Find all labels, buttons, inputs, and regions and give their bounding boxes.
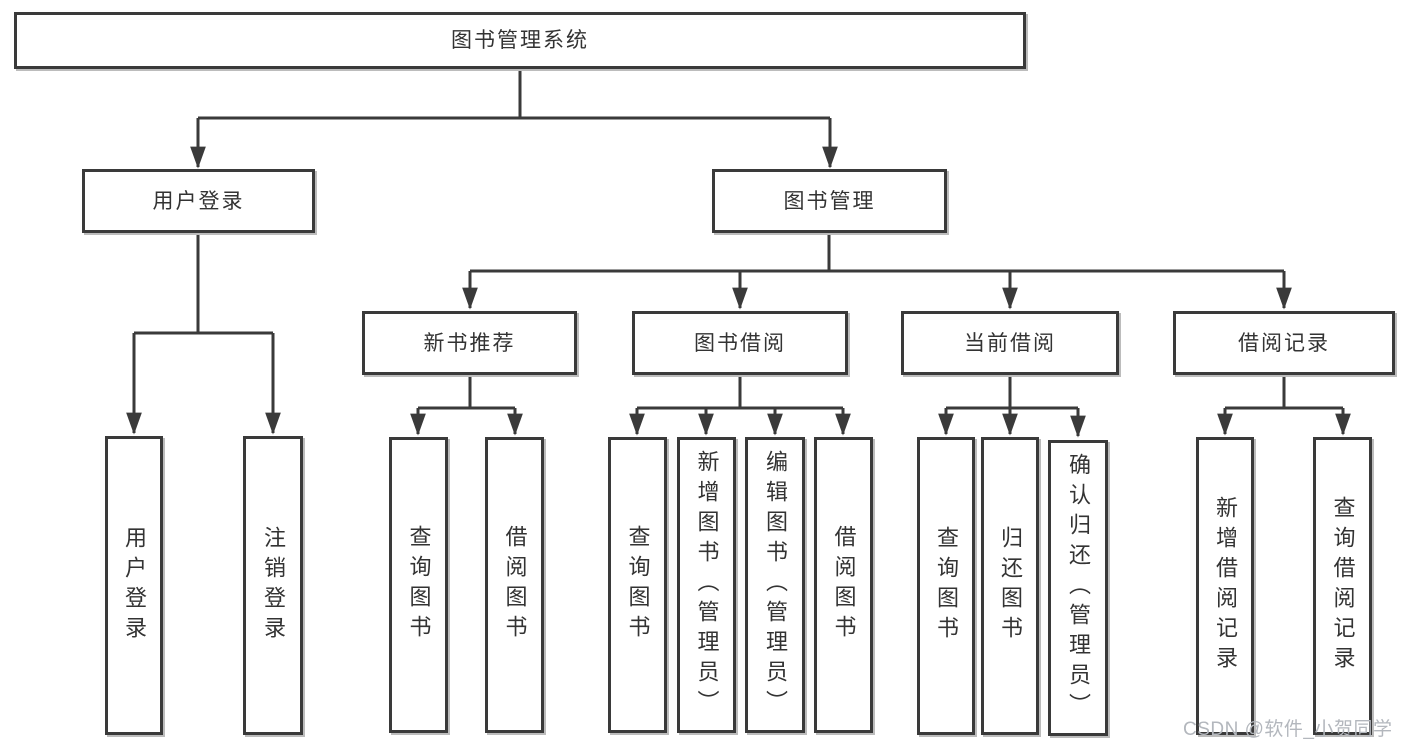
leaf-edit-books-admin: 编辑图书（管理员） [745,437,805,733]
node-new-book-recommend: 新书推荐 [362,311,577,375]
node-book-borrow: 图书借阅 [632,311,848,375]
node-borrow-records: 借阅记录 [1173,311,1395,375]
leaf-borrow-books-recommend: 借阅图书 [485,437,544,733]
connector-root [198,69,830,120]
connector-user-login [134,233,273,335]
leaf-return-books: 归还图书 [981,437,1039,735]
leaf-query-borrow-record: 查询借阅记录 [1313,437,1372,735]
leaf-borrow-books: 借阅图书 [814,437,873,733]
connector-new-book [418,375,515,410]
node-current-borrow: 当前借阅 [901,311,1119,375]
connector-current-borrow [946,375,1078,410]
watermark: CSDN @软件_小贺同学 [1183,719,1393,740]
node-book-management: 图书管理 [712,169,947,233]
connector-book-borrow [637,375,843,410]
leaf-user-login: 用户登录 [105,436,163,735]
leaf-query-books-current: 查询图书 [917,437,975,735]
leaf-query-books-borrow: 查询图书 [608,437,667,733]
leaf-confirm-return-admin: 确认归还（管理员） [1048,440,1108,736]
connector-borrow-records [1225,375,1343,410]
node-user-login: 用户登录 [82,169,315,233]
node-library-management-system: 图书管理系统 [14,12,1026,69]
connector-book-management [470,233,1284,273]
leaf-logout: 注销登录 [243,436,303,735]
leaf-query-books-recommend: 查询图书 [389,437,448,733]
leaf-add-books-admin: 新增图书（管理员） [677,437,736,733]
leaf-add-borrow-record: 新增借阅记录 [1196,437,1254,735]
